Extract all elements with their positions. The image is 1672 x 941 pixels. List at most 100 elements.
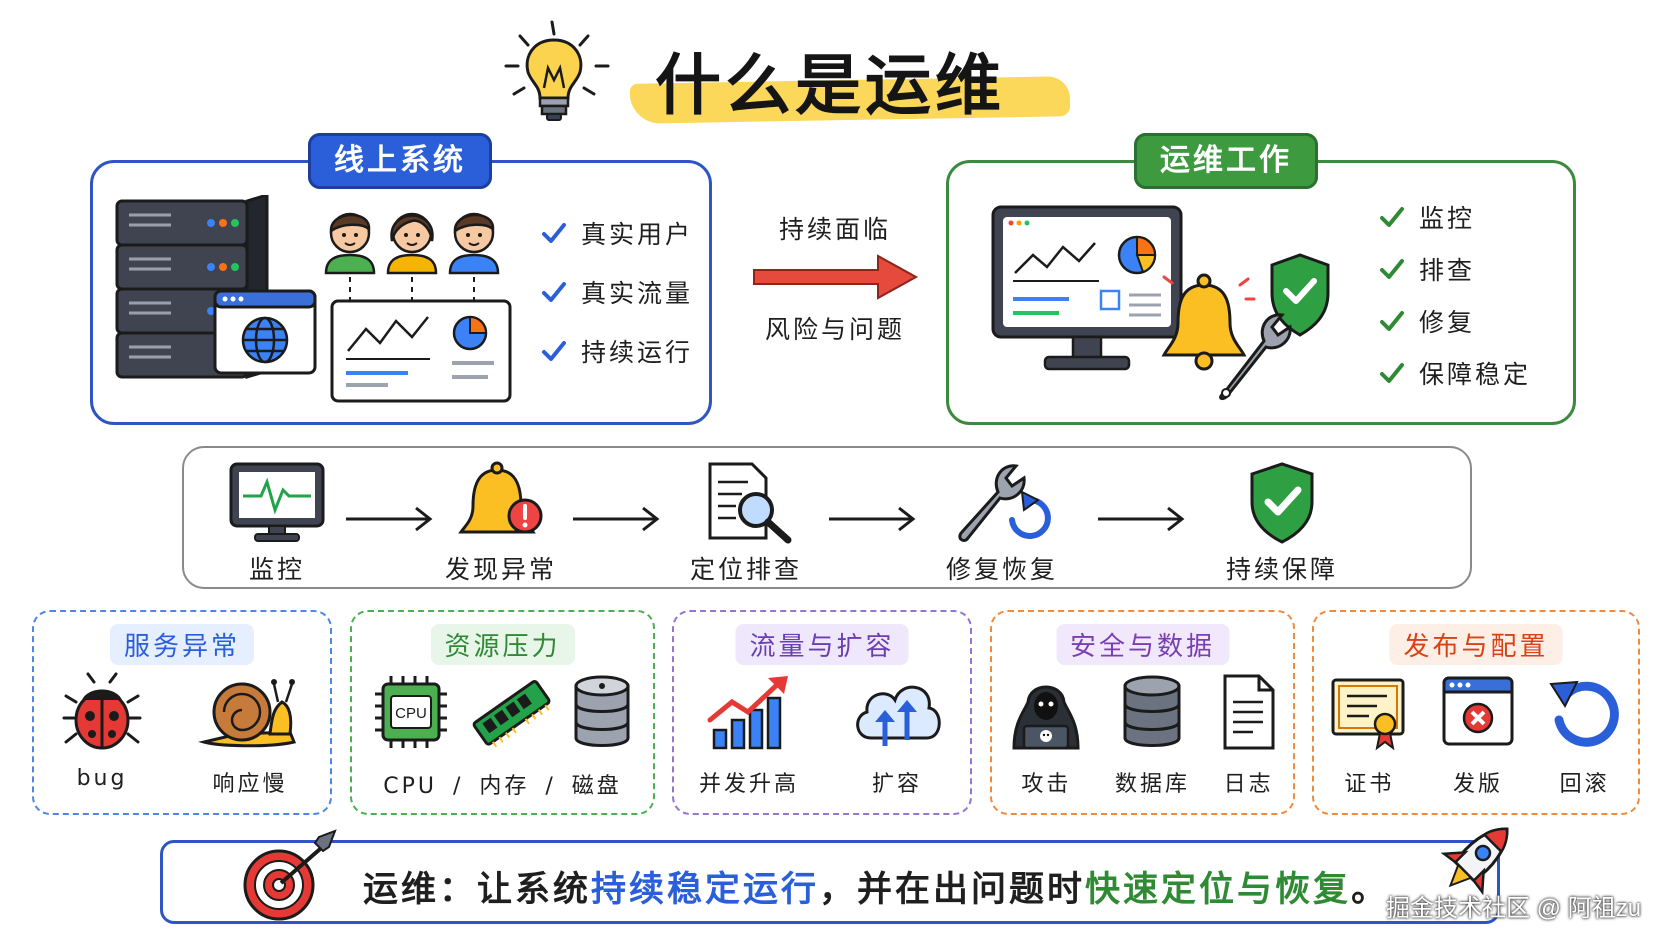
summary-prefix: 运维：让系统 xyxy=(363,870,592,910)
check-label: 持续运行 xyxy=(581,337,694,367)
hacker-icon xyxy=(1012,685,1080,750)
cpu-chip-icon: CPU xyxy=(375,676,448,748)
flow-step-monitor: 监控 xyxy=(187,448,367,591)
page-title: 什么是运维 xyxy=(655,46,1005,124)
category-item-label: 并发升高 xyxy=(698,772,799,797)
server-rack-icon xyxy=(115,195,317,380)
flow-step-label: 定位排查 xyxy=(689,555,802,584)
category-item-label: 证书 xyxy=(1344,772,1395,797)
check-item: 修复 xyxy=(1379,295,1531,347)
flow-arrow-icon xyxy=(346,506,433,532)
bell-wrench-shield-icon xyxy=(1161,253,1330,401)
category-item-label: 扩容 xyxy=(871,772,922,797)
check-icon xyxy=(1380,363,1404,383)
online-system-panel: 线上系统 xyxy=(90,133,712,425)
rollback-icon xyxy=(1548,680,1619,747)
summary-middle: ，并在出问题时 xyxy=(819,870,1086,910)
monitor-pulse-icon xyxy=(229,462,325,542)
online-system-checklist: 真实用户 真实流量 持续运行 xyxy=(541,203,693,380)
check-icon xyxy=(542,281,566,302)
category-security-data: 安全与数据 攻击 数据库 xyxy=(990,610,1295,815)
flow-step-repair: 修复恢复 xyxy=(912,448,1092,591)
category-item: 响应慢 xyxy=(198,672,302,798)
category-item: 数据库 xyxy=(1115,672,1190,798)
flow-step-guarantee: 持续保障 xyxy=(1192,448,1372,591)
check-icon xyxy=(1380,311,1404,331)
check-item: 监控 xyxy=(1379,191,1531,243)
users-dashboard-icon xyxy=(324,212,512,403)
log-file-icon xyxy=(1223,674,1275,750)
check-icon xyxy=(1380,259,1404,279)
category-items: bug 响应慢 xyxy=(34,672,330,798)
category-item-label: 回滚 xyxy=(1559,772,1610,797)
flow-step-locate: 定位排查 xyxy=(656,448,836,591)
title-area: 什么是运维 xyxy=(480,10,1100,124)
category-items: CPU xyxy=(352,672,653,752)
flow-arrow-icon xyxy=(573,506,660,532)
category-item: 日志 xyxy=(1219,672,1279,798)
category-items: 并发升高 扩容 xyxy=(674,672,970,798)
category-item-label: 发版 xyxy=(1452,772,1503,797)
category-item: 攻击 xyxy=(1006,672,1086,798)
category-item: 发版 xyxy=(1440,672,1516,798)
online-system-tag: 线上系统 xyxy=(308,133,492,189)
disk-database-icon xyxy=(574,675,630,747)
trending-bars-icon xyxy=(707,676,788,750)
flow-step-label: 发现异常 xyxy=(444,555,557,584)
alert-bell-icon xyxy=(458,461,543,534)
flow-step-label: 监控 xyxy=(248,555,305,584)
connector-bottom-label: 风险与问题 xyxy=(764,315,905,344)
check-icon xyxy=(1380,207,1404,227)
check-item: 真实用户 xyxy=(541,203,693,262)
category-item-label: 响应慢 xyxy=(212,772,288,797)
category-item: 扩容 xyxy=(849,672,945,798)
flow-step-detect: 发现异常 xyxy=(411,448,591,591)
ops-process-flow: 监控 发现异常 定位排查 xyxy=(182,446,1472,589)
snail-icon xyxy=(198,679,297,748)
category-service-issues: 服务异常 bug xyxy=(32,610,332,815)
category-items: 攻击 数据库 日志 xyxy=(992,672,1293,798)
summary-suffix: 。 xyxy=(1351,870,1390,910)
cloud-upload-icon xyxy=(856,685,941,746)
red-arrow-icon xyxy=(753,254,919,300)
check-label: 监控 xyxy=(1419,204,1476,233)
database-icon xyxy=(1123,675,1181,747)
check-item: 排查 xyxy=(1379,243,1531,295)
category-title: 资源压力 xyxy=(430,624,575,665)
category-title: 安全与数据 xyxy=(1055,624,1230,665)
memory-stick-icon xyxy=(472,680,550,748)
shield-check-icon xyxy=(1250,462,1314,544)
wrench-refresh-icon xyxy=(958,464,1051,542)
category-item-label: CPU / 内存 / 磁盘 xyxy=(383,774,622,799)
category-items: 证书 发版 回滚 xyxy=(1314,672,1638,798)
category-item: bug xyxy=(62,672,142,798)
flow-step-label: 持续保障 xyxy=(1225,555,1338,584)
check-label: 修复 xyxy=(1419,308,1476,337)
category-item-label: 日志 xyxy=(1223,772,1274,797)
ops-work-panel: 运维工作 监控 排 xyxy=(946,133,1576,425)
check-item: 保障稳定 xyxy=(1379,347,1531,399)
category-item: 回滚 xyxy=(1547,672,1623,798)
flow-step-label: 修复恢复 xyxy=(945,555,1058,584)
check-item: 持续运行 xyxy=(541,321,693,380)
monitor-dashboard-icon xyxy=(991,205,1183,371)
category-item: 证书 xyxy=(1329,672,1409,798)
check-label: 真实用户 xyxy=(581,219,694,249)
check-item: 真实流量 xyxy=(541,262,693,321)
category-item: 并发升高 xyxy=(699,672,799,798)
check-icon xyxy=(542,222,566,243)
target-arrow-icon xyxy=(243,829,337,921)
check-label: 排查 xyxy=(1419,256,1476,285)
certificate-icon xyxy=(1331,678,1405,751)
document-search-icon xyxy=(708,462,792,544)
ops-work-tag: 运维工作 xyxy=(1134,133,1318,189)
cpu-chip-label: CPU xyxy=(395,705,427,722)
category-title: 服务异常 xyxy=(109,624,255,665)
ladybug-icon xyxy=(62,672,142,750)
check-label: 保障稳定 xyxy=(1419,360,1532,389)
check-label: 真实流量 xyxy=(581,278,694,308)
category-item-label: 数据库 xyxy=(1114,772,1190,797)
connector-top-label: 持续面临 xyxy=(778,215,891,244)
risk-connector: 持续面临 风险与问题 xyxy=(740,210,930,350)
ops-work-checklist: 监控 排查 修复 保障稳定 xyxy=(1379,191,1531,399)
